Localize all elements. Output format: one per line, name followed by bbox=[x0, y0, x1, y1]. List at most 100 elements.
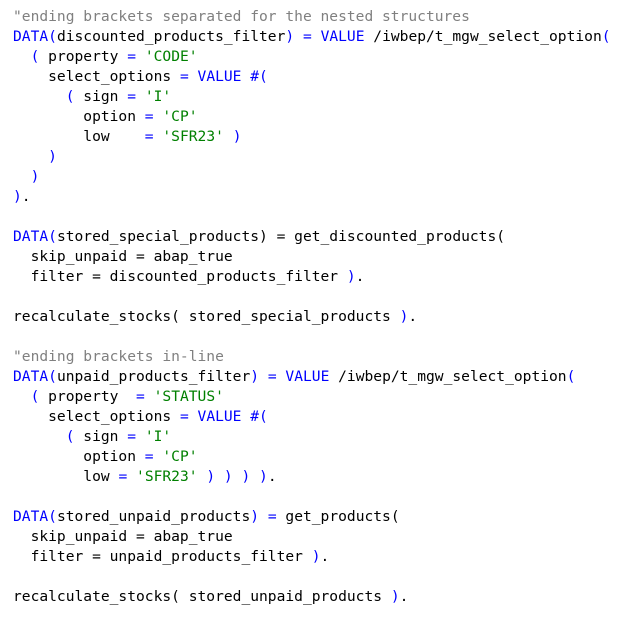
code-keyword: = bbox=[267, 508, 277, 525]
code-keyword: = bbox=[127, 88, 137, 105]
code-line: DATA(discounted_products_filter) = VALUE… bbox=[13, 27, 611, 47]
code-text: recalculate_stocks( stored_special_produ… bbox=[13, 308, 400, 325]
code-keyword: ) bbox=[399, 308, 409, 325]
code-text: property bbox=[39, 388, 137, 405]
code-text bbox=[13, 48, 31, 65]
code-line: recalculate_stocks( stored_unpaid_produc… bbox=[13, 587, 611, 607]
code-line: ) bbox=[13, 147, 611, 167]
code-text bbox=[13, 168, 31, 185]
code-keyword: ( bbox=[30, 48, 40, 65]
code-text: option bbox=[13, 448, 145, 465]
code-keyword: VALUE bbox=[285, 368, 330, 385]
code-text: filter = unpaid_products_filter bbox=[13, 548, 312, 565]
code-keyword: ) bbox=[311, 548, 321, 565]
code-string: 'I' bbox=[144, 88, 172, 105]
code-line: select_options = VALUE #( bbox=[13, 67, 611, 87]
code-keyword: ) bbox=[285, 28, 295, 45]
code-editor[interactable]: "ending brackets separated for the neste… bbox=[13, 7, 611, 607]
code-text: sign bbox=[74, 88, 128, 105]
code-text bbox=[13, 88, 66, 105]
code-keyword: = bbox=[144, 128, 154, 145]
code-text: . bbox=[267, 468, 277, 485]
code-keyword: = bbox=[179, 68, 189, 85]
code-text bbox=[189, 408, 198, 425]
code-keyword: DATA( bbox=[13, 508, 57, 525]
code-text bbox=[136, 428, 145, 445]
code-keyword: VALUE #( bbox=[197, 408, 268, 425]
code-line: low = 'SFR23' ) ) ) ). bbox=[13, 467, 611, 487]
code-line: ( property = 'CODE' bbox=[13, 47, 611, 67]
code-text bbox=[294, 28, 303, 45]
code-line bbox=[13, 567, 611, 587]
code-keyword: ( bbox=[601, 28, 611, 45]
code-text: . bbox=[320, 548, 330, 565]
code-text: option bbox=[13, 108, 145, 125]
code-keyword: ( bbox=[65, 428, 75, 445]
code-keyword: ( bbox=[65, 88, 75, 105]
code-text: discounted_products_filter bbox=[56, 28, 286, 45]
code-text: skip_unpaid = abap_true bbox=[13, 248, 233, 265]
code-text bbox=[259, 508, 268, 525]
code-keyword: = bbox=[179, 408, 189, 425]
code-keyword: = bbox=[302, 28, 312, 45]
code-line bbox=[13, 207, 611, 227]
code-keyword: ) bbox=[250, 508, 260, 525]
code-text bbox=[13, 388, 31, 405]
code-text: . bbox=[399, 588, 409, 605]
code-string: 'CP' bbox=[162, 108, 198, 125]
code-text bbox=[312, 28, 321, 45]
code-keyword: ( bbox=[566, 368, 576, 385]
code-line: ( sign = 'I' bbox=[13, 427, 611, 447]
code-text: stored_special_products) = get_discounte… bbox=[56, 228, 506, 245]
code-text bbox=[145, 388, 154, 405]
code-line: recalculate_stocks( stored_special_produ… bbox=[13, 307, 611, 327]
code-line: option = 'CP' bbox=[13, 447, 611, 467]
code-keyword: ( bbox=[30, 388, 40, 405]
code-text: property bbox=[39, 48, 128, 65]
code-text: low bbox=[13, 128, 145, 145]
code-text bbox=[224, 128, 233, 145]
code-keyword: DATA( bbox=[13, 228, 57, 245]
code-comment: "ending brackets in-line bbox=[13, 348, 224, 365]
code-text: /iwbep/t_mgw_select_option bbox=[364, 28, 602, 45]
code-line: ) bbox=[13, 167, 611, 187]
code-text: . bbox=[355, 268, 365, 285]
code-keyword: VALUE bbox=[320, 28, 365, 45]
code-text bbox=[259, 368, 268, 385]
code-string: 'SFR23' bbox=[162, 128, 224, 145]
code-keyword: = bbox=[267, 368, 277, 385]
code-keyword: = bbox=[118, 468, 128, 485]
code-string: 'CODE' bbox=[144, 48, 198, 65]
code-line: ( property = 'STATUS' bbox=[13, 387, 611, 407]
code-text: sign bbox=[74, 428, 128, 445]
code-keyword: DATA( bbox=[13, 28, 57, 45]
code-line: low = 'SFR23' ) bbox=[13, 127, 611, 147]
code-text bbox=[127, 468, 136, 485]
code-line: ( sign = 'I' bbox=[13, 87, 611, 107]
code-line: filter = discounted_products_filter ). bbox=[13, 267, 611, 287]
code-line: skip_unpaid = abap_true bbox=[13, 527, 611, 547]
code-keyword: ) bbox=[346, 268, 356, 285]
code-line: DATA(stored_unpaid_products) = get_produ… bbox=[13, 507, 611, 527]
code-comment: "ending brackets separated for the neste… bbox=[13, 8, 470, 25]
code-string: 'I' bbox=[144, 428, 172, 445]
code-string: 'STATUS' bbox=[153, 388, 224, 405]
code-text: stored_unpaid_products bbox=[56, 508, 251, 525]
code-text bbox=[189, 68, 198, 85]
code-string: 'SFR23' bbox=[136, 468, 198, 485]
code-string: 'CP' bbox=[162, 448, 198, 465]
code-text: low bbox=[13, 468, 119, 485]
code-text: get_products( bbox=[276, 508, 400, 525]
code-text: skip_unpaid = abap_true bbox=[13, 528, 233, 545]
code-text: select_options bbox=[13, 68, 180, 85]
code-text: select_options bbox=[13, 408, 180, 425]
code-line: select_options = VALUE #( bbox=[13, 407, 611, 427]
code-keyword: ) bbox=[30, 168, 40, 185]
code-text: . bbox=[408, 308, 418, 325]
code-line: DATA(unpaid_products_filter) = VALUE /iw… bbox=[13, 367, 611, 387]
code-text: . bbox=[21, 188, 31, 205]
code-keyword: = bbox=[136, 388, 145, 405]
code-line bbox=[13, 327, 611, 347]
code-text: /iwbep/t_mgw_select_option bbox=[329, 368, 567, 385]
code-keyword: ) bbox=[232, 128, 242, 145]
